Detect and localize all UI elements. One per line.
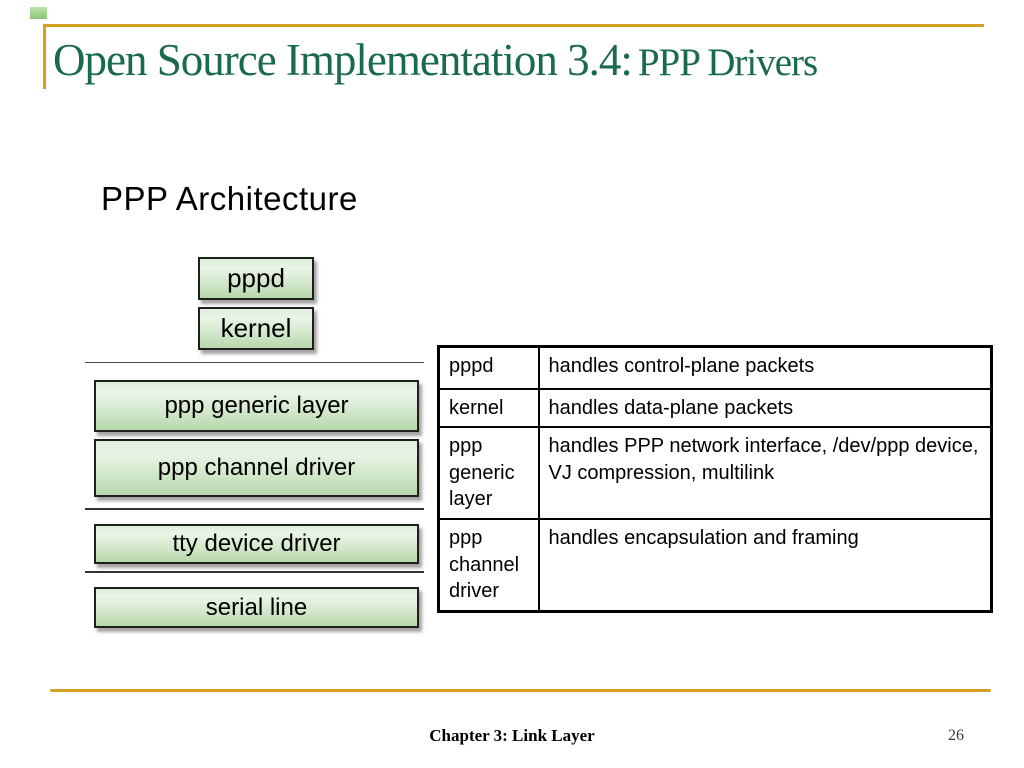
description-cell: handles control-plane packets (537, 345, 993, 390)
component-cell: ppp channel driver (437, 518, 540, 613)
table-row: pppd handles control-plane packets (437, 345, 993, 390)
left-accent-line (43, 24, 46, 89)
component-table: pppd handles control-plane packets kerne… (437, 345, 993, 613)
diagram-box-kernel: kernel (198, 307, 314, 350)
component-cell: kernel (437, 387, 540, 429)
top-accent-line (43, 24, 984, 27)
diagram-box-tty-device-driver: tty device driver (94, 524, 419, 564)
component-cell: pppd (437, 345, 540, 390)
description-cell: handles data-plane packets (537, 387, 993, 429)
footer-accent-line (50, 689, 991, 692)
table-row: ppp generic layer handles PPP network in… (437, 426, 993, 521)
description-cell: handles encapsulation and framing (537, 518, 993, 613)
diagram-box-ppp-generic-layer: ppp generic layer (94, 380, 419, 432)
diagram-box-ppp-channel-driver: ppp channel driver (94, 439, 419, 497)
description-cell: handles PPP network interface, /dev/ppp … (537, 426, 993, 521)
separator-channel-tty-line (85, 508, 424, 510)
separator-user-kernel-line (85, 362, 424, 363)
footer-chapter-label: Chapter 3: Link Layer (429, 726, 595, 745)
component-cell: ppp generic layer (437, 426, 540, 521)
slide-title-main: Open Source Implementation 3.4: (53, 35, 633, 85)
page-number: 26 (948, 727, 964, 744)
diagram-box-serial-line: serial line (94, 587, 419, 628)
table-row: ppp channel driver handles encapsulation… (437, 518, 993, 613)
green-square-icon (30, 7, 47, 19)
diagram-box-pppd: pppd (198, 257, 314, 300)
slide-title-sub: PPP Drivers (637, 41, 818, 84)
section-heading: PPP Architecture (101, 180, 358, 217)
slide-title: Open Source Implementation 3.4:PPP Drive… (53, 34, 818, 86)
table-row: kernel handles data-plane packets (437, 387, 993, 429)
separator-tty-serial-line (85, 571, 424, 573)
